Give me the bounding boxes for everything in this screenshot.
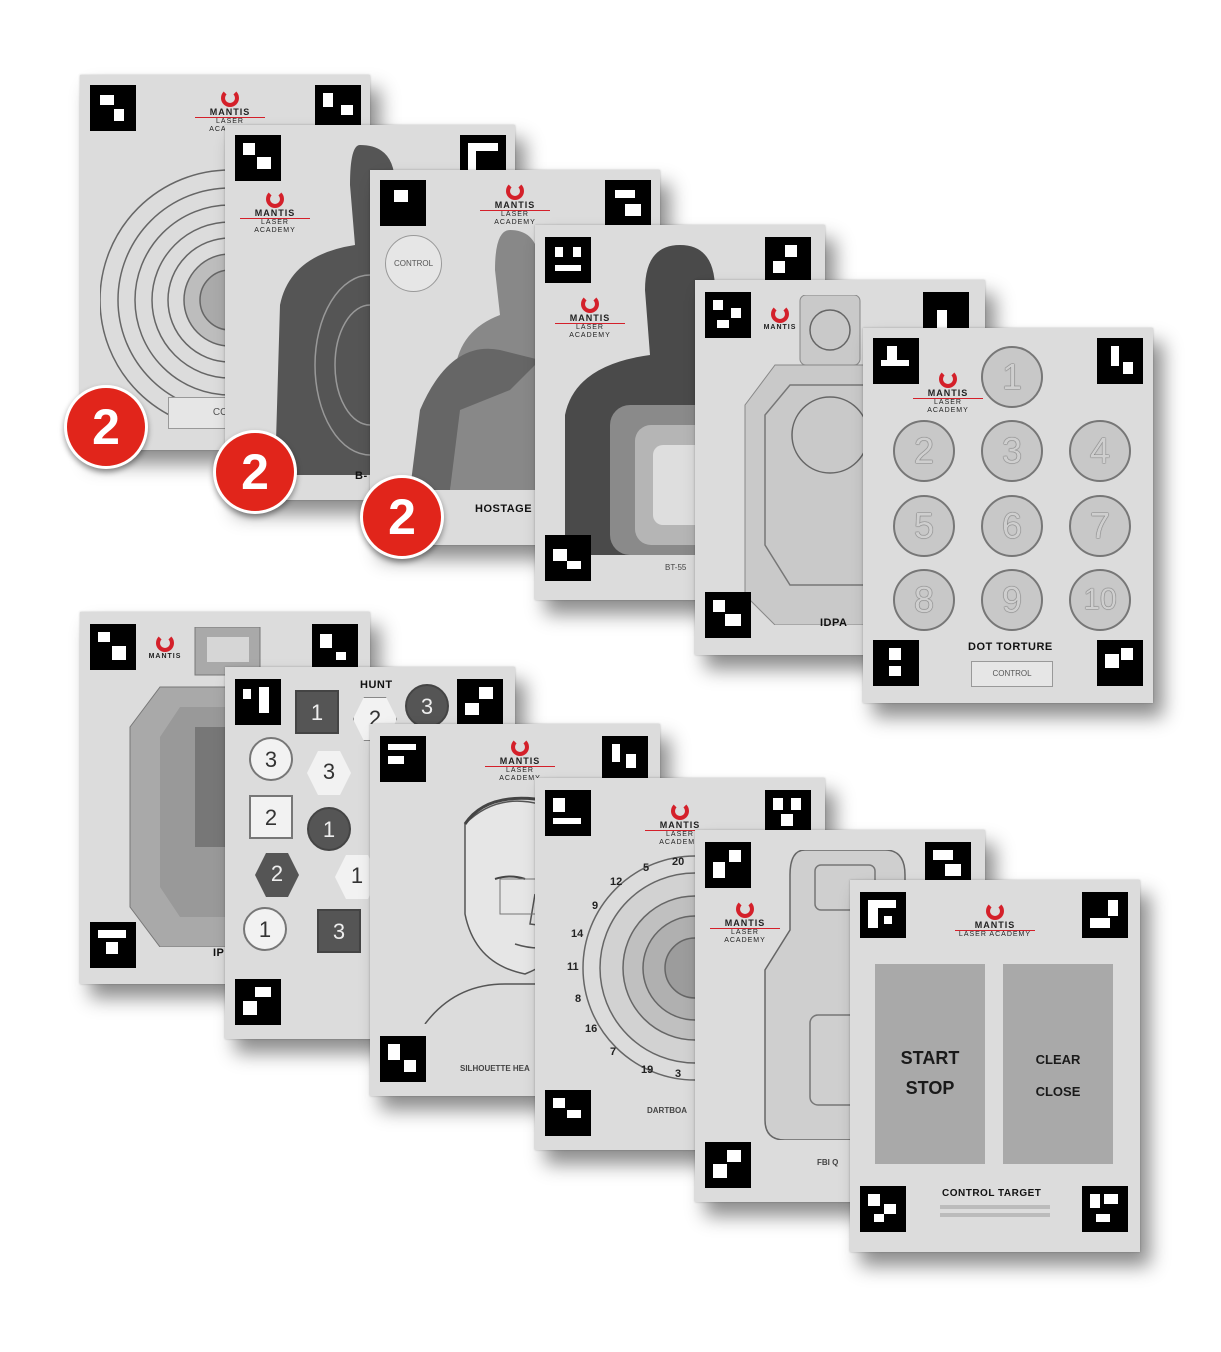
dart-number: 20: [672, 856, 685, 868]
aruco-marker: [1097, 338, 1143, 384]
card-label: SILHOUETTE HEA: [460, 1064, 530, 1073]
dot-target: 8: [893, 569, 955, 631]
quantity-badge: 2: [213, 430, 297, 514]
card-label: HOSTAGE: [475, 503, 533, 515]
aruco-marker: [765, 237, 811, 283]
dot-target: 1: [981, 346, 1043, 408]
close-label: CLOSE: [1035, 1084, 1081, 1099]
control-box: CONTROL: [971, 661, 1053, 687]
control-circle: CONTROL: [385, 235, 442, 292]
shape-target: 1: [243, 907, 287, 951]
dart-number: 5: [643, 862, 650, 874]
card-fine-print: [940, 1205, 1050, 1217]
start-label: START: [900, 1048, 960, 1068]
aruco-marker: [545, 1090, 591, 1136]
brand-logo: MANTIS: [140, 634, 190, 662]
aruco-marker: [235, 135, 281, 181]
brand-logo: MANTIS: [755, 305, 805, 333]
brand-logo: MANTIS LASER ACADEMY: [485, 738, 555, 783]
shape-target: 1: [307, 807, 351, 851]
aruco-marker: [860, 1186, 906, 1232]
brand-logo: MANTIS LASER ACADEMY: [645, 802, 715, 847]
aruco-marker: [90, 85, 136, 131]
aruco-marker: [380, 1036, 426, 1082]
aruco-marker: [545, 790, 591, 836]
shape-target: 3: [405, 684, 449, 728]
aruco-marker: [457, 679, 503, 725]
dart-number: 12: [610, 876, 623, 888]
shape-target: 1: [295, 690, 339, 734]
brand-logo: MANTIS LASER ACADEMY: [710, 900, 780, 945]
dart-number: 9: [592, 900, 599, 912]
card-label: IP: [213, 947, 225, 959]
aruco-marker: [605, 180, 651, 226]
dart-number: 8: [575, 993, 582, 1005]
aruco-marker: [380, 180, 426, 226]
dot-target: 3: [981, 420, 1043, 482]
aruco-marker: [873, 338, 919, 384]
aruco-marker: [1082, 1186, 1128, 1232]
dart-number: 16: [585, 1023, 598, 1035]
stop-label: STOP: [905, 1078, 955, 1098]
aruco-marker: [705, 592, 751, 638]
aruco-marker: [705, 292, 751, 338]
brand-logo: MANTIS LASER ACADEMY: [913, 370, 983, 415]
aruco-marker: [315, 85, 361, 131]
dart-number: 14: [571, 928, 584, 940]
aruco-marker: [705, 1142, 751, 1188]
aruco-marker: [873, 640, 919, 686]
card-label: FBI Q: [817, 1158, 839, 1167]
brand-logo: MANTIS LASER ACADEMY: [240, 190, 310, 235]
dot-target: 6: [981, 495, 1043, 557]
target-card-dot-torture[interactable]: MANTIS LASER ACADEMY 1 2 3 4 5 6 7 8 9 1…: [863, 328, 1153, 703]
aruco-marker: [235, 679, 281, 725]
quantity-badge: 2: [360, 475, 444, 559]
dart-number: 7: [610, 1046, 617, 1058]
dart-number: 11: [567, 961, 579, 973]
aruco-marker: [312, 624, 358, 670]
aruco-marker: [380, 736, 426, 782]
aruco-marker: [90, 624, 136, 670]
aruco-marker: [705, 842, 751, 888]
aruco-marker: [1082, 892, 1128, 938]
clear-close-panel[interactable]: CLEAR CLOSE: [1003, 964, 1113, 1164]
shape-target: 3: [307, 751, 351, 795]
shape-target: 3: [249, 737, 293, 781]
dot-target: 5: [893, 495, 955, 557]
card-label: IDPA: [820, 617, 848, 629]
card-label: DARTBOA: [647, 1106, 687, 1115]
target-card-control[interactable]: MANTIS LASER ACADEMY START STOP CLEAR CL…: [850, 880, 1140, 1252]
card-label: DOT TORTURE: [968, 641, 1053, 653]
dot-target: 7: [1069, 495, 1131, 557]
aruco-marker: [1097, 640, 1143, 686]
quantity-badge: 2: [64, 385, 148, 469]
dot-target: 2: [893, 420, 955, 482]
shape-target: 2: [255, 853, 299, 897]
dot-target: 10: [1069, 569, 1131, 631]
card-label: HUNT: [360, 679, 393, 691]
card-label: CONTROL TARGET: [942, 1188, 1042, 1199]
aruco-marker: [90, 922, 136, 968]
dart-number: 3: [675, 1068, 682, 1080]
aruco-marker: [602, 736, 648, 782]
aruco-marker: [860, 892, 906, 938]
brand-logo: MANTIS LASER ACADEMY: [480, 182, 550, 227]
clear-label: CLEAR: [1035, 1052, 1081, 1067]
shape-target: 3: [317, 909, 361, 953]
start-stop-panel[interactable]: START STOP: [875, 964, 985, 1164]
aruco-marker: [545, 237, 591, 283]
aruco-marker: [765, 790, 811, 836]
shape-target: 2: [249, 795, 293, 839]
brand-logo: MANTIS LASER ACADEMY: [955, 902, 1035, 939]
dart-number: 19: [641, 1064, 654, 1076]
brand-logo: MANTIS LASER ACADEMY: [555, 295, 625, 340]
card-label: BT-55: [665, 563, 687, 572]
aruco-marker: [545, 535, 591, 581]
card-label: B-: [355, 470, 368, 482]
aruco-marker: [235, 979, 281, 1025]
dot-target: 9: [981, 569, 1043, 631]
dot-target: 4: [1069, 420, 1131, 482]
